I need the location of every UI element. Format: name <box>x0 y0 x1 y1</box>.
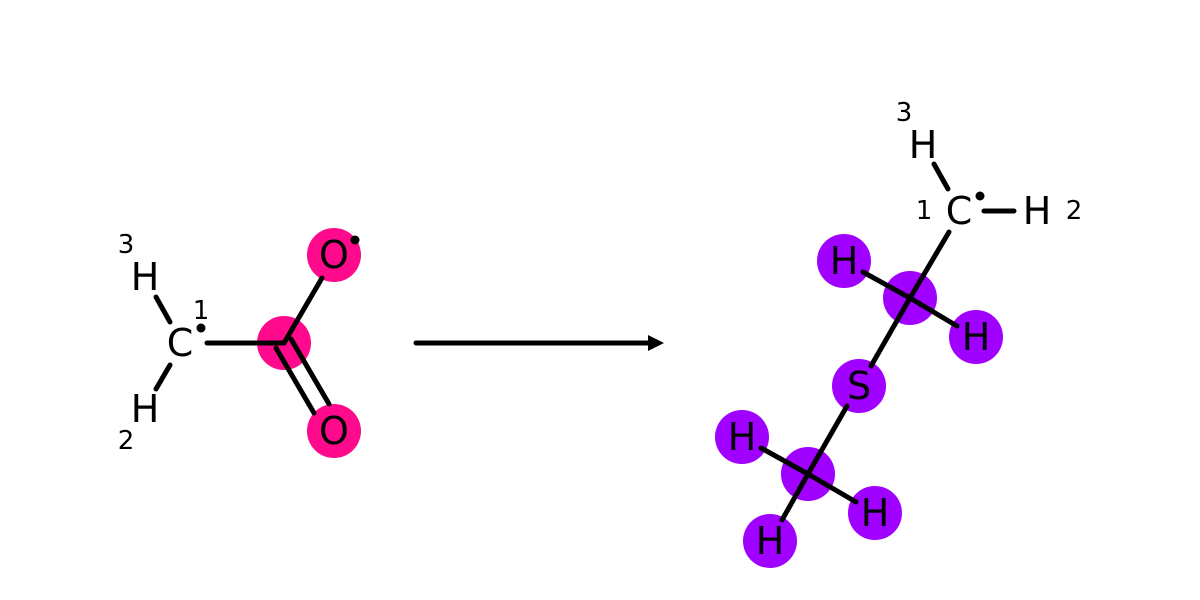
bond-ch2-h-upper <box>860 269 913 301</box>
product-radical-dot-carbon <box>975 191 985 201</box>
bond-carbonyl-o-double-a <box>273 345 317 416</box>
bond-c1-h3 <box>931 161 951 192</box>
product-map-3: 3 <box>896 98 913 128</box>
reactant-atom-h3: H <box>131 255 160 299</box>
product-map-1: 1 <box>916 196 933 226</box>
product-atom-ch2-h-upper: H <box>830 239 859 283</box>
bond-carbonyl-o-double-b <box>288 336 332 407</box>
highlight-sulfur <box>832 359 886 413</box>
reactant-atom-o-radical: O <box>319 233 349 277</box>
product-atom-h2: H <box>1023 189 1052 233</box>
reactant-atom-c1: C <box>167 321 194 365</box>
reaction-arrow-head <box>648 335 664 351</box>
highlight-ch3-h-left <box>715 410 769 464</box>
bond-c1-ch2 <box>907 229 952 301</box>
product-map-2: 2 <box>1066 196 1083 226</box>
reaction-arrow <box>413 335 664 351</box>
reactant-atom-h2: H <box>131 387 160 431</box>
product-atom-ch3-h-left: H <box>728 415 757 459</box>
product-atom-ch2-h-lower: H <box>962 315 991 359</box>
bond-carbonyl-o-single <box>281 275 325 346</box>
reactant-map-3: 3 <box>118 230 135 260</box>
product-atom-h3: H <box>909 123 938 167</box>
product-atom-ch3-h-right: H <box>861 491 890 535</box>
product-molecule: C H H H H S H H H 1 3 2 <box>715 98 1082 568</box>
bond-c1-h2 <box>153 362 173 392</box>
bond-s-ch3 <box>805 403 850 477</box>
highlight-ch2-h-upper <box>817 234 871 288</box>
reactant-radical-dot-oxygen <box>350 235 360 245</box>
bond-ch3-h-bottom <box>779 471 811 523</box>
highlight-oxygen-double <box>307 404 361 458</box>
product-atom-c1: C <box>946 189 973 233</box>
reactant-map-2: 2 <box>118 426 135 456</box>
highlight-ch2-h-lower <box>949 310 1003 364</box>
product-atom-sulfur: S <box>847 364 871 408</box>
reactant-map-1: 1 <box>193 296 210 326</box>
product-atom-ch3-h-bottom: H <box>756 519 785 563</box>
highlight-oxygen-radical <box>307 228 361 282</box>
bond-ch2-h-lower <box>907 295 960 329</box>
bond-c1-h3 <box>153 294 173 325</box>
bond-ch2-s <box>868 295 913 369</box>
highlight-ch3-h-bottom <box>743 514 797 568</box>
bond-ch3-h-left <box>758 445 811 477</box>
reactant-atom-o-double: O <box>319 409 349 453</box>
bond-ch3-h-right <box>805 471 859 505</box>
reactant-molecule: C H H O O 1 3 2 <box>118 228 361 458</box>
highlight-ch3-h-right <box>848 486 902 540</box>
reactant-radical-dot-carbon <box>196 323 206 333</box>
